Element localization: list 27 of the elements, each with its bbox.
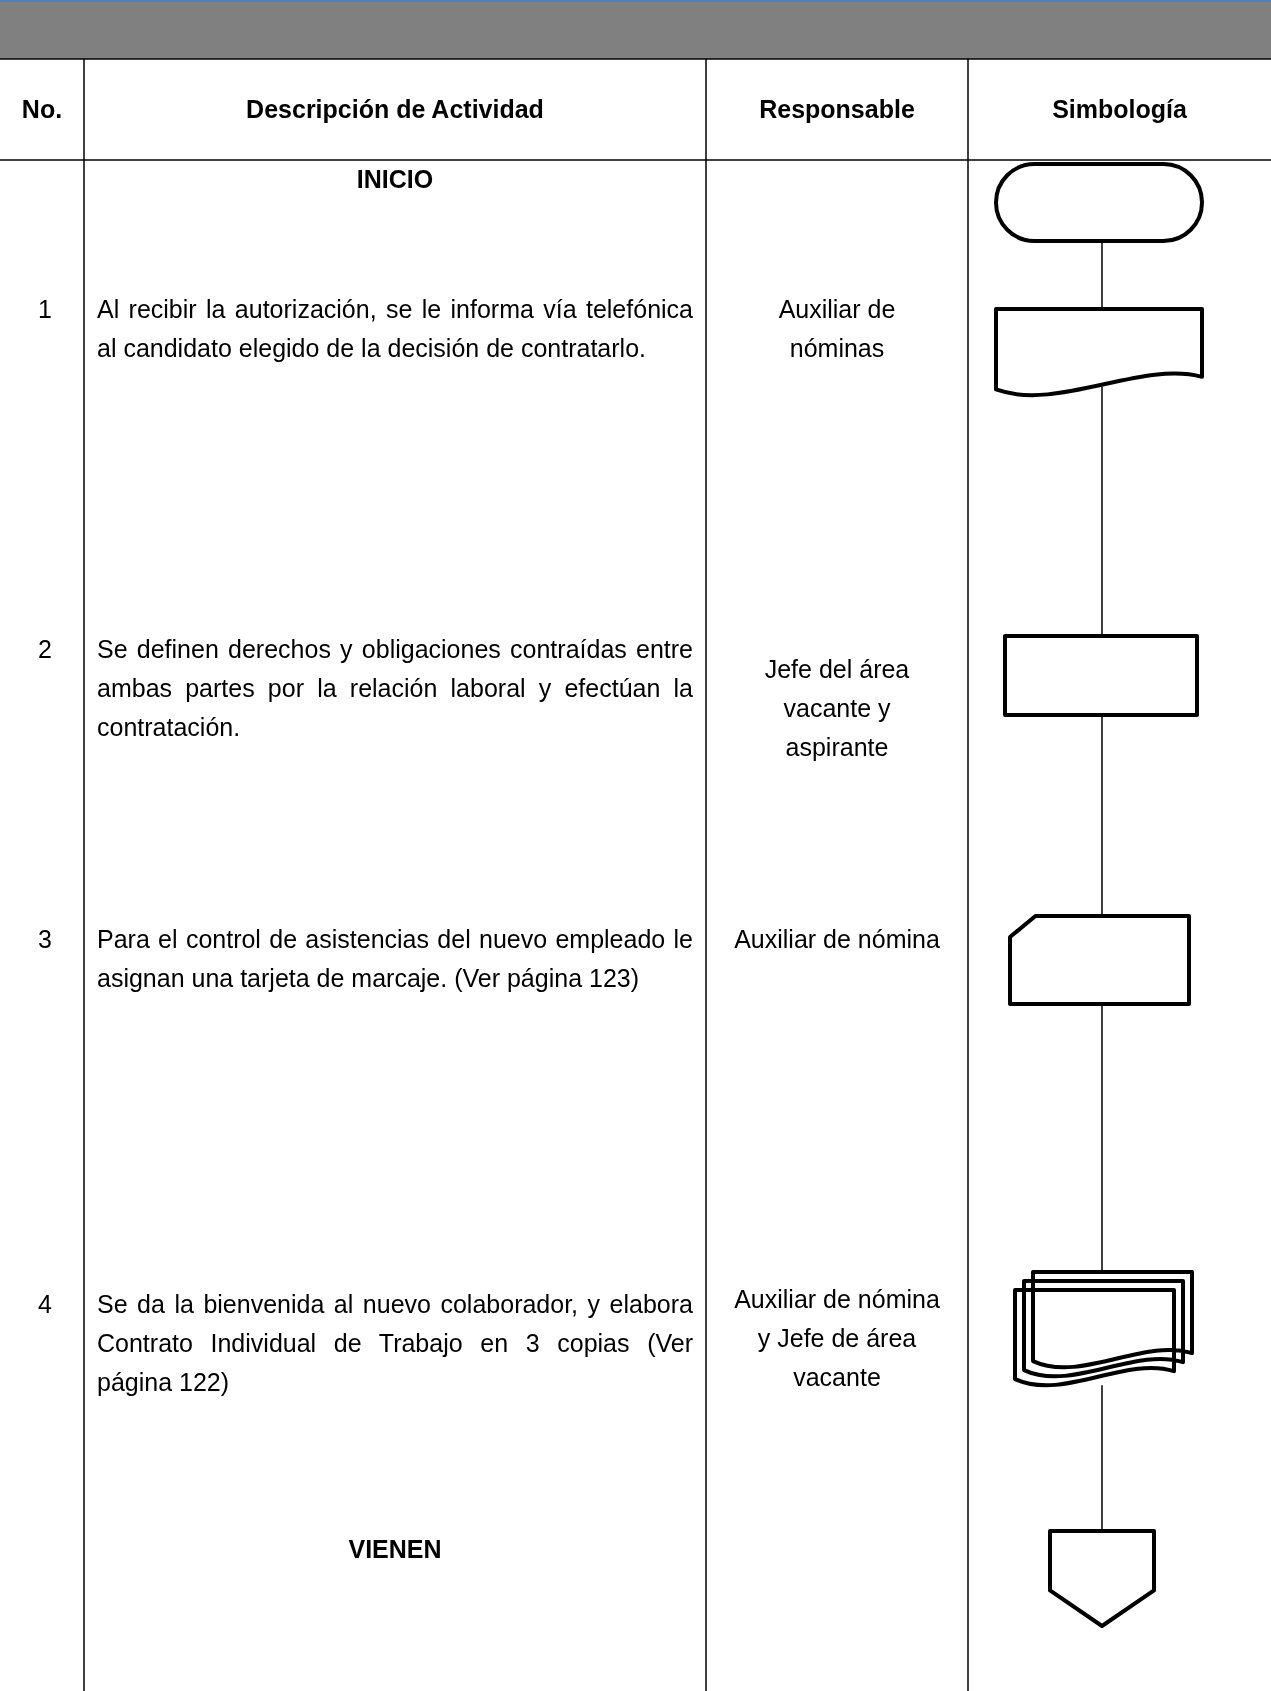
responsible-text: Jefe del área vacante y aspirante (763, 654, 911, 763)
process-box (1003, 634, 1199, 717)
activity-description: Al recibir la autorización, se le informa vía telefónica al candidato elegido de la decisión de contratarlo. (97, 294, 693, 364)
activity-description: Para el control de asistencias del nuevo empleado le asignan una tarjeta de marcaje. (Ver página 123) (97, 924, 693, 994)
column-header: Simbología (1051, 94, 1188, 125)
connector-line (1101, 242, 1103, 308)
step-number: 4 (37, 1289, 53, 1320)
responsible-text: Auxiliar de nómina (733, 924, 941, 955)
stage-label: VIENEN (347, 1534, 443, 1565)
responsible-text: Auxiliar de nóminas (777, 294, 897, 364)
step-number: 3 (37, 924, 53, 955)
column-header: No. (20, 94, 64, 125)
card-shape (1008, 914, 1191, 1006)
responsible-text: Auxiliar de nómina y Jefe de área vacante (733, 1284, 941, 1393)
connector-line (1101, 716, 1103, 915)
step-number: 1 (37, 294, 53, 325)
column-header: Descripción de Actividad (245, 94, 545, 125)
terminator-shape (994, 162, 1204, 243)
step-number: 2 (37, 634, 53, 665)
connector-line (1101, 1005, 1103, 1271)
stage-label: INICIO (355, 164, 435, 195)
column-header: Responsable (758, 94, 916, 125)
activity-description: Se da la bienvenida al nuevo colaborador, y elabora Contrato Individual de Trabajo en 3 copias (Ver página 122) (97, 1289, 693, 1398)
connector-line (1101, 1384, 1103, 1530)
connector-line (1101, 385, 1103, 635)
activity-description: Se definen derechos y obligaciones contraídas entre ambas partes por la relación laboral y efectúan la contratación. (97, 634, 693, 743)
off-page-connector (1048, 1529, 1156, 1628)
